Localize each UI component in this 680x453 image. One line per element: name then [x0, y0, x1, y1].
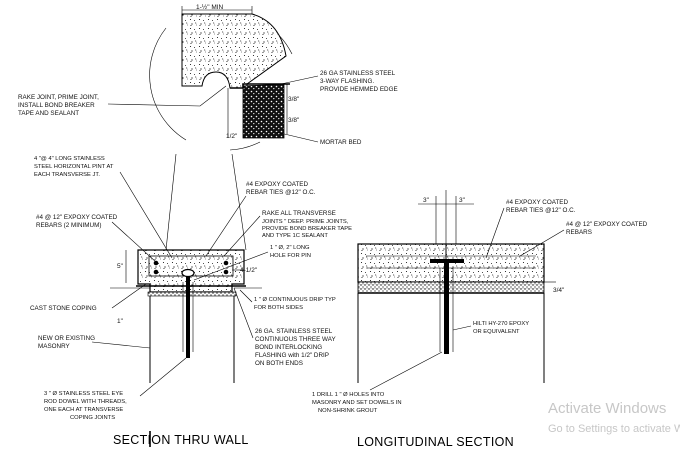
title-longitudinal-section: LONGITUDINAL SECTION — [357, 435, 514, 449]
horizontal-pin — [430, 259, 464, 263]
svg-text:CONTINUOUS THREE WAY: CONTINUOUS THREE WAY — [255, 336, 336, 343]
note-eye-rod: 3 " Ø STAINLESS STEEL EYE ROD DOWEL WITH… — [44, 391, 127, 421]
dim-3-left: 3" — [423, 197, 430, 204]
svg-text:REBAR TIES @12" O.C.: REBAR TIES @12" O.C. — [506, 207, 576, 214]
note-drill: 1 DRILL 1 " Ø HOLES INTO MASONRY AND SET… — [312, 392, 402, 414]
note-mortar-bed: MORTAR BED — [320, 139, 362, 146]
mortar-bed-longitudinal — [357, 281, 545, 294]
masonry-wall-longitudinal — [357, 293, 545, 383]
svg-text:1 DRILL 1 " Ø HOLES INTO: 1 DRILL 1 " Ø HOLES INTO — [312, 392, 385, 398]
svg-text:COPING JOINTS: COPING JOINTS — [70, 415, 115, 421]
svg-text:26 GA. STAINLESS STEEL: 26 GA. STAINLESS STEEL — [255, 328, 333, 335]
title-section-thru-wall: SECTION THRU WALL — [113, 433, 249, 447]
svg-text:4 "@ 4" LONG STAINLESS: 4 "@ 4" LONG STAINLESS — [34, 156, 105, 162]
note-rebars: #4 @ 12" EXPOXY COATED REBARS (2 MINIMUM… — [36, 214, 118, 229]
svg-text:RAKE ALL TRANSVERSE: RAKE ALL TRANSVERSE — [262, 210, 336, 217]
eye-rod-loop — [181, 268, 195, 278]
note-rebar-ties: #4 EXPOXY COATED REBAR TIES @12" O.C. — [246, 181, 316, 196]
svg-text:PROVIDE HEMMED EDGE: PROVIDE HEMMED EDGE — [320, 86, 398, 93]
note-masonry: NEW OR EXISTING MASONRY — [38, 335, 95, 350]
svg-text:#4 EXPOXY COATED: #4 EXPOXY COATED — [506, 199, 569, 206]
note-rebar-ties-long: #4 EXPOXY COATED REBAR TIES @12" O.C. — [506, 199, 576, 214]
svg-text:3 " Ø STAINLESS STEEL EYE: 3 " Ø STAINLESS STEEL EYE — [44, 391, 123, 397]
svg-text:#4 @ 12" EXPOXY COATED: #4 @ 12" EXPOXY COATED — [566, 221, 648, 228]
svg-text:MASONRY AND SET DOWELS IN: MASONRY AND SET DOWELS IN — [312, 400, 402, 406]
watermark-line1: Activate Windows — [548, 400, 666, 417]
eye-rod-dowel — [186, 276, 190, 358]
svg-text:REBARS: REBARS — [566, 229, 592, 236]
svg-text:BOND INTERLOCKING: BOND INTERLOCKING — [255, 344, 322, 351]
note-pint: 4 "@ 4" LONG STAINLESS STEEL HORIZONTAL … — [34, 156, 114, 178]
dim-width-label: 1-½" MIN — [196, 3, 224, 11]
mortar-bed-enlarged — [242, 83, 285, 139]
svg-text:JOINTS " DEEP. PRIME JOINTS,: JOINTS " DEEP. PRIME JOINTS, — [262, 219, 349, 225]
dim-5: 5" — [117, 263, 124, 270]
svg-text:FOR BOTH SIDES: FOR BOTH SIDES — [254, 305, 303, 311]
rebar — [153, 269, 159, 275]
coping-section-enlarged — [181, 13, 287, 89]
note-drip: 1 " Ø CONTINUOUS DRIP TYP FOR BOTH SIDES — [254, 297, 336, 311]
svg-text:ON BOTH ENDS: ON BOTH ENDS — [255, 360, 303, 367]
svg-text:HILTI HY-270 EPOXY: HILTI HY-270 EPOXY — [473, 321, 529, 327]
svg-text:NON-SHRINK GROUT: NON-SHRINK GROUT — [318, 408, 378, 414]
dim-4-half: 4-1/2" — [240, 267, 258, 274]
svg-text:OR EQUIVALENT: OR EQUIVALENT — [473, 329, 520, 335]
rebar — [153, 260, 159, 266]
dim-3-8-top: 3/8" — [288, 96, 300, 103]
dim-1-2: 1/2" — [226, 133, 238, 140]
note-rake-all: RAKE ALL TRANSVERSE JOINTS " DEEP. PRIME… — [262, 210, 352, 239]
svg-text:AND TYPE 1C SEALANT: AND TYPE 1C SEALANT — [262, 233, 328, 239]
note-flashing-detail: 26 GA STAINLESS STEEL 3-WAY FLASHING. PR… — [320, 70, 398, 93]
svg-text:REBAR TIES @12" O.C.: REBAR TIES @12" O.C. — [246, 189, 316, 196]
flashing-enlarged — [230, 83, 290, 89]
note-flashing: 26 GA. STAINLESS STEEL CONTINUOUS THREE … — [255, 328, 336, 367]
note-rake-joint: RAKE JOINT, PRIME JOINT, INSTALL BOND BR… — [18, 94, 99, 117]
svg-text:1 " Ø CONTINUOUS DRIP TYP: 1 " Ø CONTINUOUS DRIP TYP — [254, 297, 336, 303]
svg-text:26 GA STAINLESS STEEL: 26 GA STAINLESS STEEL — [320, 70, 396, 77]
dim-1: 1" — [117, 318, 124, 325]
svg-text:1 " Ø, 2" LONG: 1 " Ø, 2" LONG — [270, 245, 310, 251]
svg-text:3-WAY FLASHING.: 3-WAY FLASHING. — [320, 78, 374, 85]
detail-circle-arc-left — [149, 27, 187, 141]
dowel-longitudinal — [444, 262, 449, 354]
detail-circle-arc-bottom — [229, 141, 261, 151]
note-cast-stone-coping: CAST STONE COPING — [30, 305, 97, 312]
svg-text:TAPE AND SEALANT: TAPE AND SEALANT — [18, 110, 79, 117]
svg-text:ONE EACH AT TRANSVERSE: ONE EACH AT TRANSVERSE — [44, 407, 123, 413]
svg-text:INSTALL BOND BREAKER: INSTALL BOND BREAKER — [18, 102, 95, 109]
svg-text:ROD DOWEL WITH THREADS,: ROD DOWEL WITH THREADS, — [44, 399, 127, 405]
svg-text:RAKE JOINT, PRIME JOINT,: RAKE JOINT, PRIME JOINT, — [18, 94, 99, 101]
svg-text:REBARS (2 MINIMUM): REBARS (2 MINIMUM) — [36, 222, 101, 229]
rebar — [223, 260, 229, 266]
svg-text:STEEL HORIZONTAL PINT AT: STEEL HORIZONTAL PINT AT — [34, 164, 114, 170]
activation-watermark: Activate Windows Go to Settings to activ… — [548, 400, 680, 435]
svg-text:#4 EXPOXY COATED: #4 EXPOXY COATED — [246, 181, 309, 188]
rebar — [223, 269, 229, 275]
note-rebars-long: #4 @ 12" EXPOXY COATED REBARS — [566, 221, 648, 236]
longitudinal-section: 3" 3" 3/4" #4 EXPOXY COATED REBAR TIES @… — [312, 190, 648, 449]
enlarged-detail: 1-½" MIN 3/8" 3/8" 1/2" 26 GA STAINLESS … — [18, 3, 398, 251]
dim-3-4: 3/4" — [553, 287, 565, 294]
svg-text:PROVIDE BOND BREAKER TAPE: PROVIDE BOND BREAKER TAPE — [262, 226, 352, 232]
masonry-wall — [149, 296, 235, 383]
section-thru-wall: 5" 1" 4-1/2" 4 "@ 4" LONG STAINLESS STEE… — [30, 156, 352, 447]
dim-3-right: 3" — [459, 197, 466, 204]
svg-text:NEW OR EXISTING: NEW OR EXISTING — [38, 335, 95, 342]
svg-text:EACH TRANSVERSE JT.: EACH TRANSVERSE JT. — [34, 172, 100, 178]
svg-text:FLASHING with 1/2" DRIP: FLASHING with 1/2" DRIP — [255, 352, 329, 359]
mortar-bed — [147, 291, 237, 297]
svg-text:#4 @ 12" EXPOXY COATED: #4 @ 12" EXPOXY COATED — [36, 214, 118, 221]
dim-3-8-bottom: 3/8" — [288, 117, 300, 124]
watermark-line2: Go to Settings to activate Windows. — [548, 423, 680, 435]
svg-text:MASONRY: MASONRY — [38, 343, 71, 350]
svg-text:HOLE FOR PIN: HOLE FOR PIN — [270, 253, 311, 259]
note-pin-hole: 1 " Ø, 2" LONG HOLE FOR PIN — [270, 245, 311, 259]
note-hilti: HILTI HY-270 EPOXY OR EQUIVALENT — [473, 321, 529, 335]
